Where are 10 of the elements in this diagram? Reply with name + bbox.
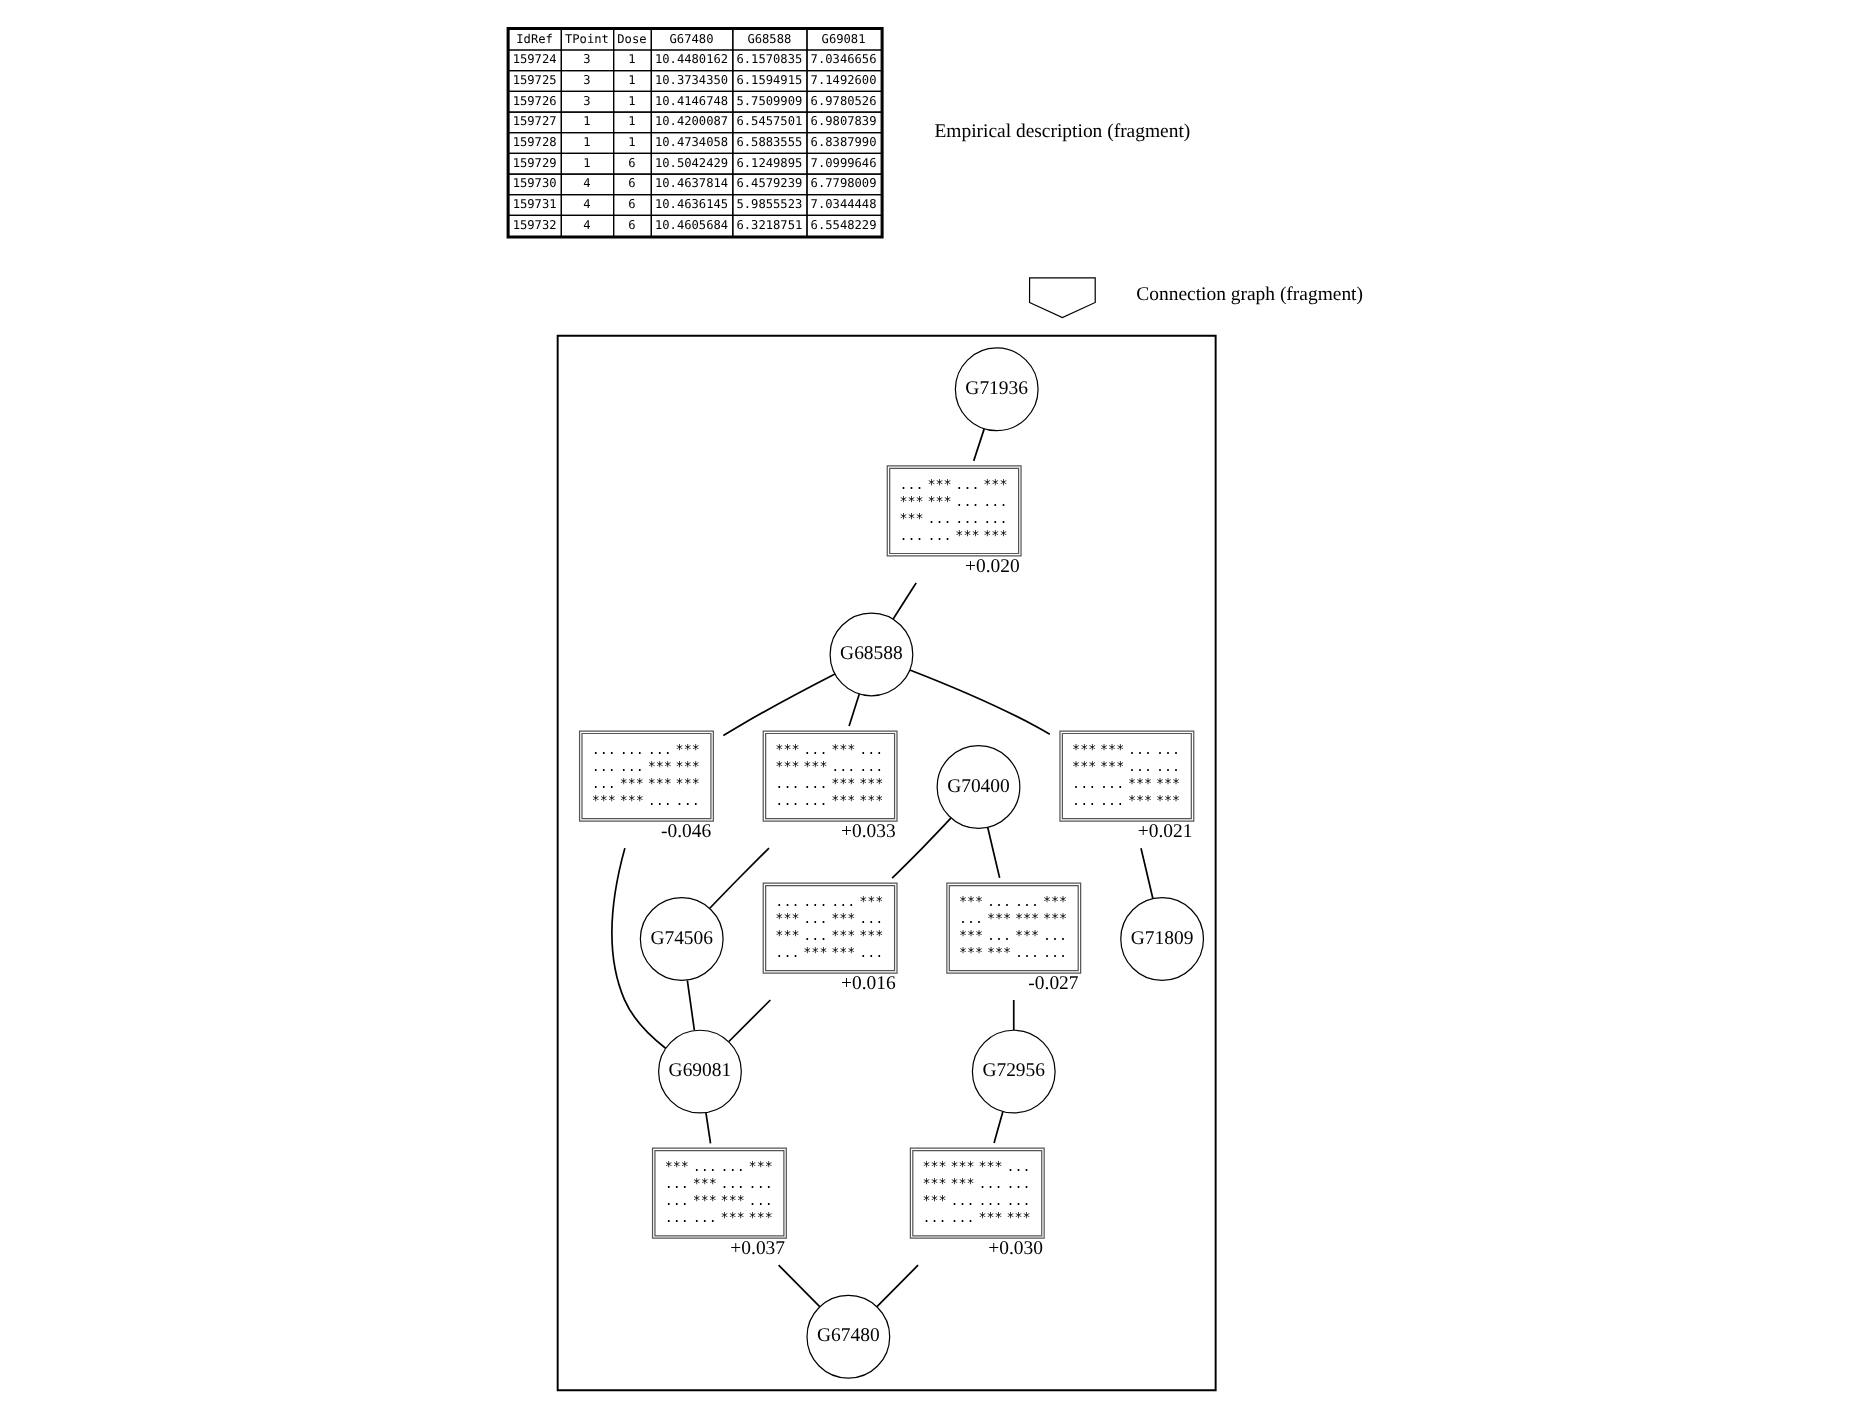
node-label: +0.016	[840, 972, 895, 995]
node-label: +0.033	[840, 820, 895, 843]
node-label: +0.030	[987, 1237, 1042, 1260]
label: Empirical description (fragment)	[933, 121, 1190, 144]
node-label: -0.046	[660, 820, 711, 843]
node-label: +0.021	[1136, 820, 1192, 843]
node-label: -0.027	[1027, 972, 1078, 995]
node-label: +0.037	[729, 1237, 785, 1260]
node-label: +0.020	[964, 555, 1019, 578]
label: Connection graph (fragment)	[1135, 284, 1363, 307]
